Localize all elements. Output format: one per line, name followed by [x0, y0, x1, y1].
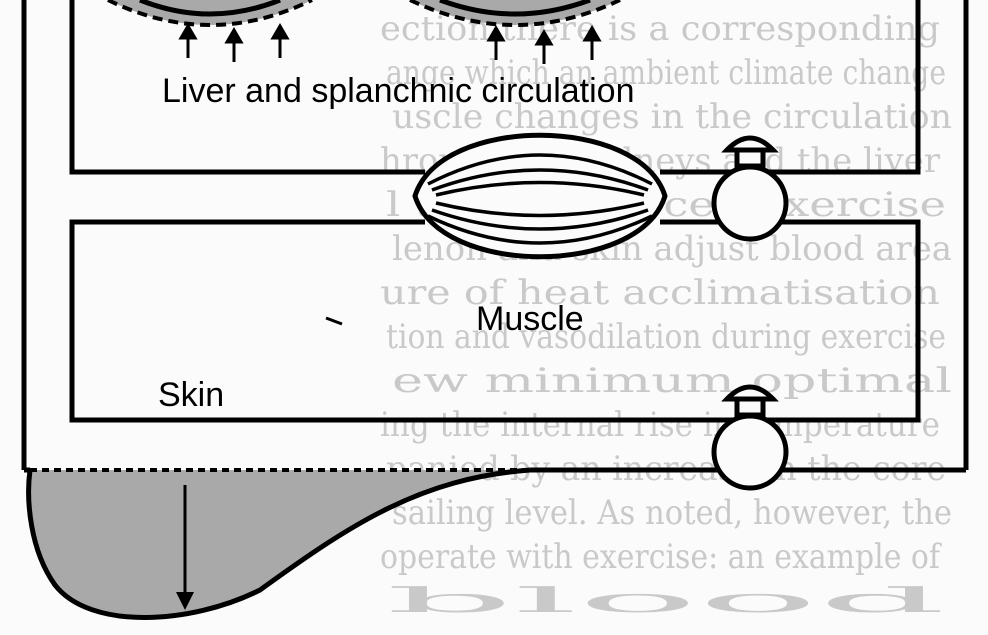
- bleed-text-line: operate with exercise: an example of: [380, 537, 942, 577]
- muscle-label: Muscle: [476, 300, 584, 338]
- bleed-text-line: blood: [386, 581, 946, 621]
- liver-label: Liver and splanchnic circulation: [162, 72, 634, 110]
- bleed-text-line: ange which an ambient climate change: [386, 53, 946, 93]
- stray-mark: [325, 316, 343, 326]
- venous-pool: [26, 467, 531, 620]
- bleed-text-line: sailing level. As noted, however, the: [392, 493, 952, 533]
- liver-organs: [107, 0, 621, 64]
- bleed-text-line: ure of heat acclimatisation: [380, 273, 940, 313]
- outer-circuit: [21, 0, 969, 473]
- bleed-text-line: uscle changes in the circulation: [392, 97, 952, 137]
- skin-loop: [69, 219, 921, 423]
- bleed-text-line: ew minimum optimal: [392, 361, 952, 401]
- valve-icon: [711, 135, 789, 242]
- bleed-text-line: tion and vasodilation during exercise: [386, 317, 946, 357]
- skin-label: Skin: [158, 376, 224, 414]
- valve-icon: [711, 384, 789, 491]
- muscle-icon: [412, 132, 668, 260]
- down-arrow-icon: [176, 592, 194, 610]
- bleed-text-line: ing the internal rise in temperature: [380, 405, 940, 445]
